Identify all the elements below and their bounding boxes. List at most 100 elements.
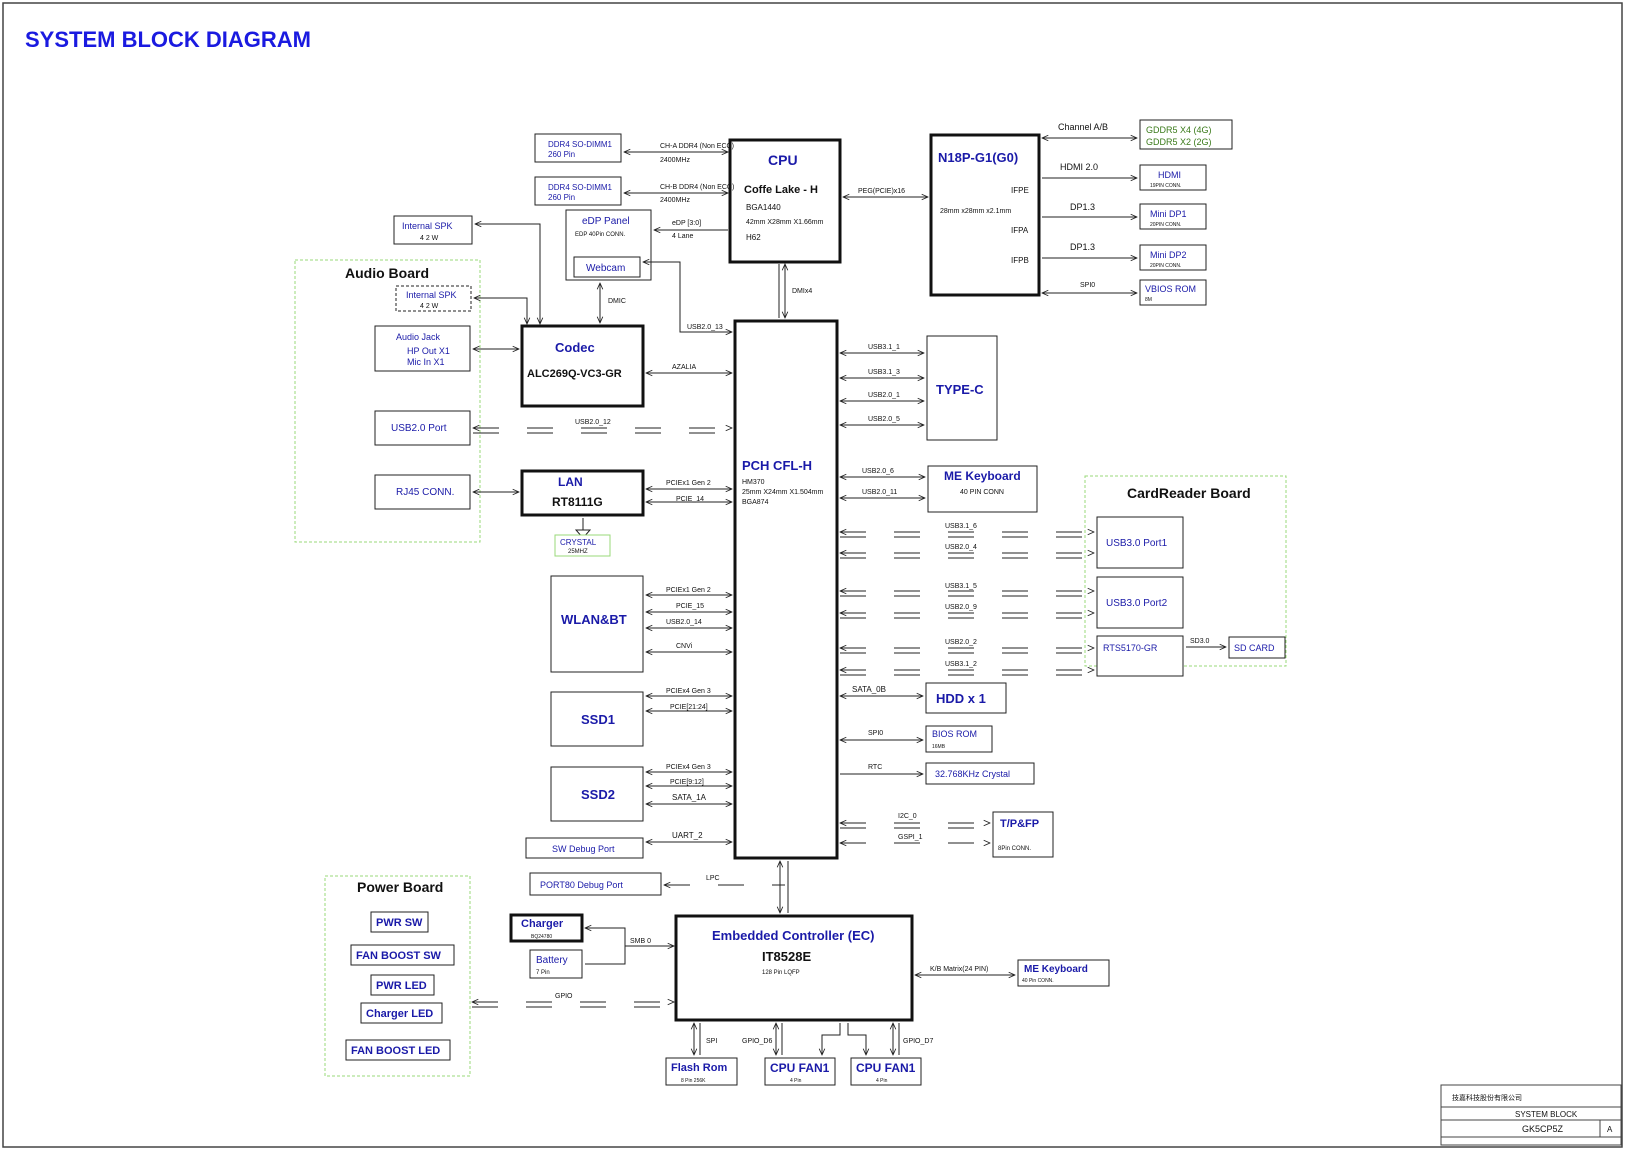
hdd-box xyxy=(925,682,1007,714)
me-kb-pch-sub: 40 PIN CONN xyxy=(960,489,1004,496)
i2c-0-label: I2C_0 xyxy=(898,813,917,820)
title-block-model: GK5CP5Z xyxy=(1522,1124,1564,1134)
dmic-label: DMIC xyxy=(608,298,626,305)
ec-block xyxy=(674,914,914,1022)
flash-rom-title: Flash Rom xyxy=(671,1062,727,1074)
gddr5-l1: GDDR5 X4 (4G) xyxy=(1146,125,1212,135)
ssd1-pcie-label: PCIEx4 Gen 3 xyxy=(666,688,711,695)
usb20-5-label: USB2.0_5 xyxy=(868,416,900,423)
lan-pcie-label: PCIEx1 Gen 2 xyxy=(666,480,711,487)
ssd1-box xyxy=(550,691,644,747)
usb30-port1-label: USB3.0 Port1 xyxy=(1106,538,1168,549)
minidp1-title: Mini DP1 xyxy=(1150,209,1187,219)
audio-jack-box xyxy=(374,325,471,372)
pch-l2: 25mm X24mm X1.504mm xyxy=(742,489,823,496)
lpc-label: LPC xyxy=(706,875,720,882)
hdmi-box xyxy=(1139,164,1207,191)
crystal-lan-l2: 25MHZ xyxy=(568,549,588,555)
port80-box xyxy=(529,872,662,896)
pwr-sw-label: PWR SW xyxy=(376,917,423,929)
minidp2-title: Mini DP2 xyxy=(1150,250,1187,260)
dimm1-l1: DDR4 SO-DIMM1 xyxy=(548,140,613,149)
me-kb-ec-box xyxy=(1017,959,1110,987)
crystal-lan-box xyxy=(554,534,611,557)
usb30-port2-label: USB3.0 Port2 xyxy=(1106,598,1168,609)
lan-block xyxy=(520,469,645,517)
edp-sub: EDP 40Pin CONN. xyxy=(575,232,626,238)
pwr-led-label: PWR LED xyxy=(376,980,427,992)
cpu-name: Coffe Lake - H xyxy=(744,184,818,196)
usb20-13-label: USB2.0_13 xyxy=(687,324,723,331)
sata-1a-label: SATA_1A xyxy=(672,793,707,802)
pwr-sw-box[interactable] xyxy=(370,911,429,933)
ssd2-box xyxy=(550,766,644,822)
vbios-title: VBIOS ROM xyxy=(1145,284,1196,294)
internal-spk-top-l2: 4 2 W xyxy=(420,235,439,242)
fan-boost-led-box xyxy=(345,1039,451,1061)
pch-title: PCH CFL-H xyxy=(742,458,812,473)
pcie-15-label: PCIE_15 xyxy=(676,603,704,610)
smb0-label: SMB 0 xyxy=(630,938,651,945)
gddr5-box xyxy=(1139,119,1233,150)
cpu-fan1-title: CPU FAN1 xyxy=(770,1061,830,1075)
gddr5-l2: GDDR5 X2 (2G) xyxy=(1146,137,1212,147)
ssd2-label: SSD2 xyxy=(581,787,615,802)
dimm2-l2: 260 Pin xyxy=(548,193,575,202)
channel-ab-label: Channel A/B xyxy=(1058,122,1108,132)
cpu-package: BGA1440 xyxy=(746,203,781,212)
me-kb-ec-title: ME Keyboard xyxy=(1024,964,1088,975)
spi-gpu-label: SPI0 xyxy=(1080,282,1095,289)
sata-0b-label: SATA_0B xyxy=(852,685,886,694)
dp13b-label: DP1.3 xyxy=(1070,242,1095,252)
dimm2-l1: DDR4 SO-DIMM1 xyxy=(548,183,613,192)
hdmi-sub: 19PIN CONN. xyxy=(1150,183,1181,189)
usb31-2-label: USB3.1_2 xyxy=(945,661,977,668)
charger-box xyxy=(509,913,584,943)
ssd1-label: SSD1 xyxy=(581,712,615,727)
kb-matrix-label: K/B Matrix(24 PIN) xyxy=(930,966,988,973)
webcam-box xyxy=(573,256,641,278)
title-block-company: 技嘉科技股份有限公司 xyxy=(1452,1093,1522,1102)
internal-spk-top-box xyxy=(393,215,473,245)
codec-block xyxy=(520,324,645,408)
bios-box xyxy=(925,725,993,753)
typec-label: TYPE-C xyxy=(936,382,984,397)
battery-box xyxy=(529,949,583,979)
dimm2-box xyxy=(534,176,622,206)
ssd2-pcie-label: PCIEx4 Gen 3 xyxy=(666,764,711,771)
cpu-size: 42mm X28mm X1.66mm xyxy=(746,219,824,226)
charger-sub: BQ24780 xyxy=(531,934,552,940)
gpu-size: 28mm x28mm x2.1mm xyxy=(940,208,1011,215)
spi-ec-label: SPI xyxy=(706,1038,717,1045)
title-block-rev: A xyxy=(1607,1125,1613,1134)
cardreader-board-label: CardReader Board xyxy=(1127,485,1251,501)
usb20-11-label: USB2.0_11 xyxy=(862,489,897,496)
usb30-port1-box xyxy=(1096,516,1184,569)
mhz1-label: 2400MHz xyxy=(660,157,690,164)
port80-label: PORT80 Debug Port xyxy=(540,880,623,890)
lane-label: 4 Lane xyxy=(672,233,694,240)
fan-boost-sw-box[interactable] xyxy=(350,944,455,966)
mhz2-label: 2400MHz xyxy=(660,197,690,204)
power-board-group xyxy=(324,875,471,1077)
bios-title: BIOS ROM xyxy=(932,729,977,739)
power-board-label: Power Board xyxy=(357,879,443,895)
title-block: 技嘉科技股份有限公司 SYSTEM BLOCK GK5CP5Z A xyxy=(1440,1084,1622,1146)
dimm1-box xyxy=(534,133,622,163)
audio-jack-l2: HP Out X1 xyxy=(407,346,450,356)
codec-name: ALC269Q-VC3-GR xyxy=(527,368,622,380)
ssd1-lanes-label: PCIE[21:24] xyxy=(670,704,708,711)
ec-name: IT8528E xyxy=(762,949,811,964)
cpu-fan2-box xyxy=(850,1057,922,1086)
battery-sub: 7 Pin xyxy=(536,970,550,976)
me-kb-ec-sub: 40 Pin CONN. xyxy=(1022,978,1054,984)
rts-label: RTS5170-GR xyxy=(1103,643,1158,653)
charger-title: Charger xyxy=(521,918,564,930)
rtc-crystal-label: 32.768KHz Crystal xyxy=(935,769,1010,779)
diagram-title: SYSTEM BLOCK DIAGRAM xyxy=(25,27,311,52)
cpu-fan2-title: CPU FAN1 xyxy=(856,1061,916,1075)
fan-boost-sw-label: FAN BOOST SW xyxy=(356,950,442,962)
ec-title: Embedded Controller (EC) xyxy=(712,928,875,943)
rts-box xyxy=(1096,635,1184,677)
